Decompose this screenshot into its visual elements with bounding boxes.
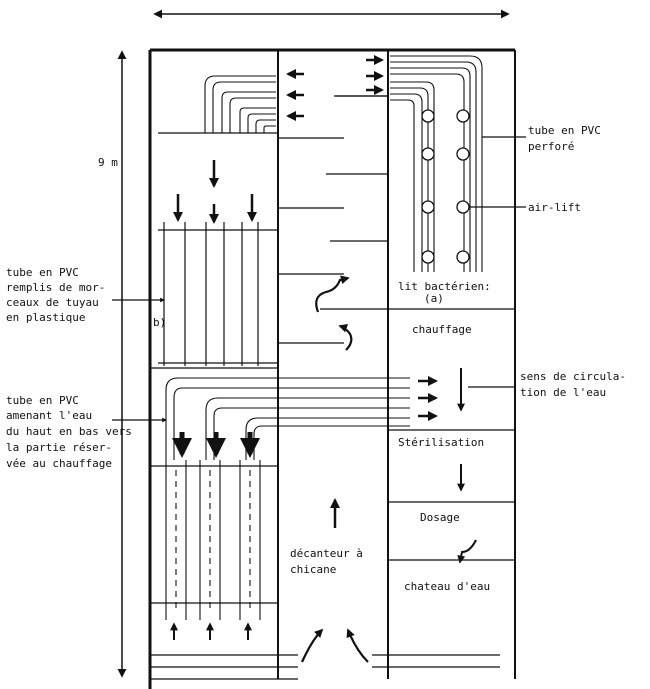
label-pvc-downpipe-line: vée au chauffage [6, 457, 112, 470]
label-bacterial-bed-tag: (a) [424, 292, 444, 305]
filler-tag: b) [153, 316, 166, 329]
downflow-tubes [165, 460, 261, 620]
upflow-arrows-bottom [170, 622, 252, 640]
label-pvc-downpipe-line: tube en PVC [6, 394, 79, 407]
label-pvc-downpipe-line: amenant l'eau [6, 409, 92, 422]
label-sterilisation: Stérilisation [398, 436, 484, 449]
airlift-holes [421, 109, 470, 264]
middle-curved-arrows [315, 275, 353, 351]
tank-frame [148, 48, 516, 689]
label-perforated-tube: perforé [528, 140, 574, 153]
top-return-pipes [204, 75, 276, 133]
pvc-filler-tubes [158, 222, 278, 366]
heating-outlet-arrows [418, 376, 438, 421]
perforated-tubes [390, 55, 483, 272]
label-perforated-tube: tube en PVC [528, 124, 601, 137]
label-pvc-filler-line: en plastique [6, 311, 85, 324]
dosing-curved-arrow [457, 539, 477, 564]
label-pvc-filler-line: tube en PVC [6, 266, 79, 279]
airlift-inlet-arrows [366, 55, 384, 95]
label-water-tower: chateau d'eau [404, 580, 490, 593]
label-heating: chauffage [412, 323, 472, 336]
middle-leftflow-arrows [286, 69, 304, 121]
label-decanter: chicane [290, 563, 336, 576]
leader-lines [336, 95, 526, 388]
label-pvc-downpipe-line: du haut en bas vers [6, 425, 132, 438]
height-label: 9 m [98, 156, 118, 169]
bottom-lines [150, 654, 500, 680]
left-downflow-arrows [173, 160, 257, 224]
downflow-pipes [165, 377, 410, 460]
label-bacterial-bed: lit bactérien: [398, 280, 491, 293]
label-decanter: décanteur à [290, 547, 363, 560]
label-pvc-filler-line: ceaux de tuyau [6, 296, 99, 309]
right-column-dividers [388, 429, 515, 561]
decanter-inlet-arrows [300, 628, 369, 663]
label-airlift: air-lift [528, 201, 581, 214]
label-pvc-filler-line: remplis de mor- [6, 281, 105, 294]
left-column-dividers [150, 132, 278, 604]
label-pvc-downpipe-line: la partie réser- [6, 441, 112, 454]
label-dosing: Dosage [420, 511, 460, 524]
label-circulation: sens de circula- [520, 370, 626, 383]
downflow-bold-arrows [172, 432, 260, 458]
label-pvc-downpipe: tube en PVC amenant l'eau du haut en bas… [6, 394, 132, 470]
label-pvc-filler: tube en PVC remplis de mor- ceaux de tuy… [6, 266, 105, 324]
baffle-chicane [278, 95, 515, 344]
label-circulation: tion de l'eau [520, 386, 606, 399]
